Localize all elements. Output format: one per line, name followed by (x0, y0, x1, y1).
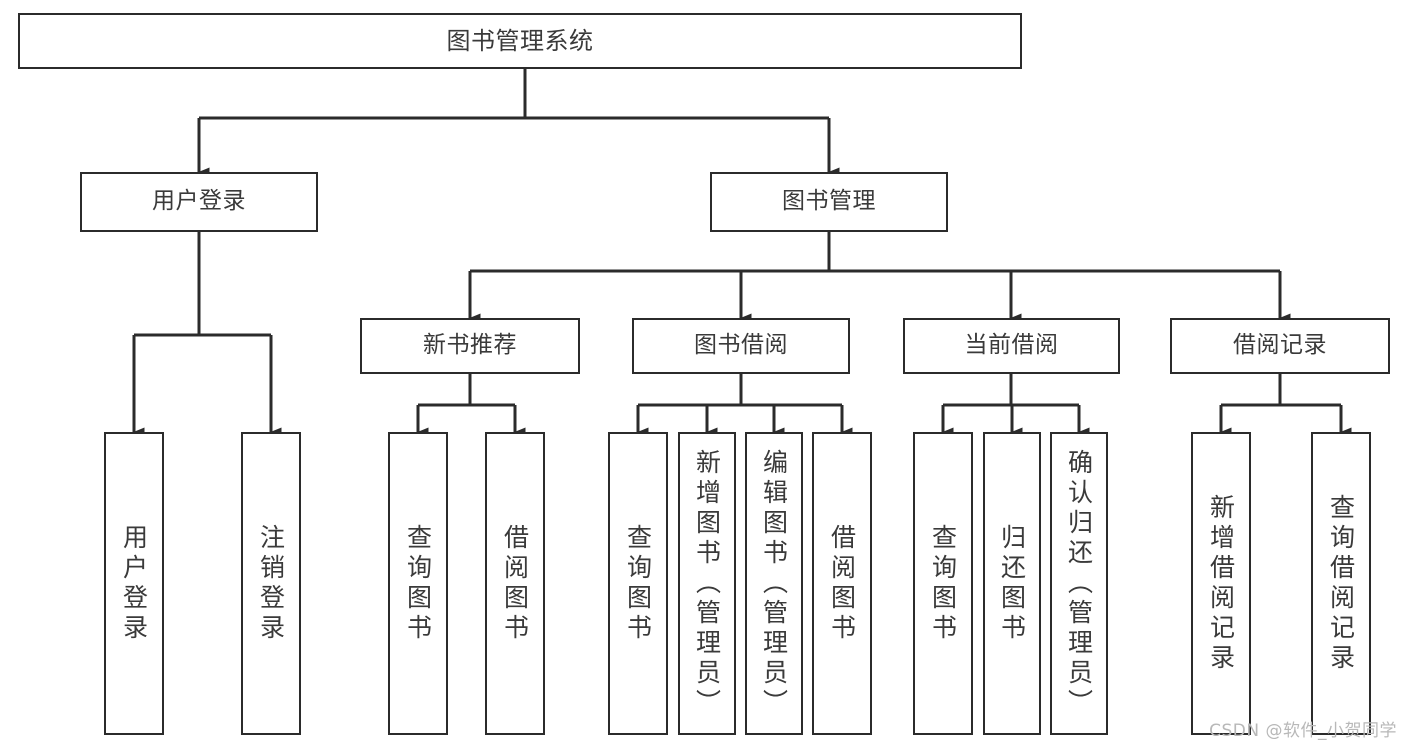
leaf-user-login[interactable]: 用户登录 (104, 432, 164, 735)
node-new-book-recommend[interactable]: 新书推荐 (360, 318, 580, 374)
node-label: 查询借阅记录 (1326, 493, 1356, 674)
node-label: 注销登录 (256, 523, 286, 644)
node-current-borrow[interactable]: 当前借阅 (903, 318, 1120, 374)
leaf-borrow-books-recommend[interactable]: 借阅图书 (485, 432, 545, 735)
node-book-management-system[interactable]: 图书管理系统 (18, 13, 1022, 69)
node-label: 借阅记录 (1233, 332, 1327, 359)
node-book-management[interactable]: 图书管理 (710, 172, 948, 232)
leaf-borrow-books[interactable]: 借阅图书 (812, 432, 872, 735)
node-label: 确认归还（管理员） (1064, 448, 1094, 719)
node-label: 当前借阅 (964, 332, 1059, 359)
leaf-confirm-return-admin[interactable]: 确认归还（管理员） (1050, 432, 1108, 735)
node-user-login[interactable]: 用户登录 (80, 172, 318, 232)
leaf-edit-book-admin[interactable]: 编辑图书（管理员） (745, 432, 803, 735)
edges-layer (132, 69, 1352, 437)
node-label: 用户登录 (152, 188, 246, 215)
node-label: 查询图书 (403, 523, 433, 644)
node-label: 新增借阅记录 (1206, 493, 1236, 674)
leaf-query-books-recommend[interactable]: 查询图书 (388, 432, 448, 735)
leaf-add-borrow-record[interactable]: 新增借阅记录 (1191, 432, 1251, 735)
node-label: 查询图书 (623, 523, 653, 644)
node-label: 新增图书（管理员） (692, 448, 722, 719)
csdn-watermark: CSDN @软件_小贺同学 (1209, 721, 1397, 741)
node-label: 用户登录 (119, 523, 149, 644)
leaf-logout[interactable]: 注销登录 (241, 432, 301, 735)
node-label: 借阅图书 (827, 523, 857, 644)
leaf-query-books-current[interactable]: 查询图书 (913, 432, 973, 735)
node-label: 查询图书 (928, 523, 958, 644)
leaf-add-book-admin[interactable]: 新增图书（管理员） (678, 432, 736, 735)
node-label: 借阅图书 (500, 523, 530, 644)
node-label: 图书管理系统 (446, 26, 594, 55)
node-label: 图书借阅 (694, 332, 788, 359)
node-book-borrow[interactable]: 图书借阅 (632, 318, 850, 374)
leaf-query-books-borrow[interactable]: 查询图书 (608, 432, 668, 735)
node-label: 编辑图书（管理员） (759, 448, 789, 719)
leaf-query-borrow-record[interactable]: 查询借阅记录 (1311, 432, 1371, 735)
node-label: 图书管理 (782, 188, 876, 215)
node-borrow-records[interactable]: 借阅记录 (1170, 318, 1390, 374)
leaf-return-books[interactable]: 归还图书 (983, 432, 1041, 735)
node-label: 归还图书 (997, 523, 1027, 644)
node-label: 新书推荐 (423, 332, 517, 359)
